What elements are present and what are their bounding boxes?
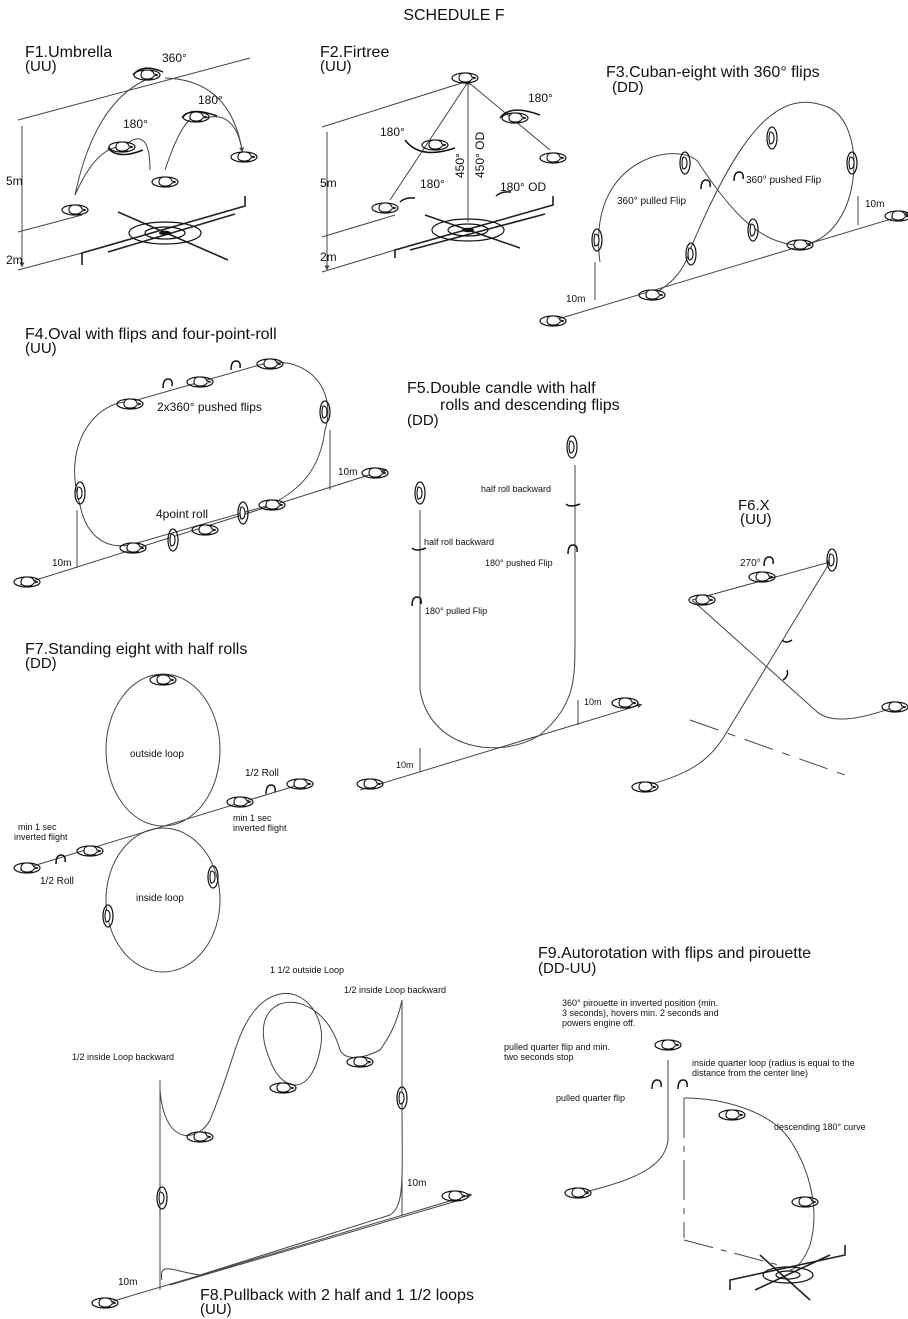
f5-pushed-flip: 180° pushed Flip [485, 558, 553, 568]
f9-pulled-quarter-stop-line2: two seconds stop [504, 1052, 574, 1062]
f9-descending-curve: descending 180° curve [774, 1122, 866, 1132]
f5-distance-left: 10m [396, 760, 414, 770]
f2-firtree: F2.Firtree (UU) 5m 2m 180° 180° 180° 180… [320, 44, 567, 273]
f5-double-candle: F5.Double candle with half rolls and des… [356, 380, 643, 791]
f2-height-2m: 2m [320, 250, 337, 264]
f9-pirouette-line3: powers engine off. [562, 1018, 635, 1028]
f2-title: F2.Firtree [320, 44, 389, 61]
f7-half-roll-right: 1/2 Roll [245, 768, 279, 779]
f1-angle-180-right: 180° [198, 93, 223, 107]
f4-distance-left: 10m [52, 558, 71, 569]
f8-distance-left: 10m [118, 1277, 137, 1288]
f2-angle-180-right: 180° [528, 91, 553, 105]
f9-pirouette-line2: 3 seconds), hovers min. 2 seconds and [562, 1008, 719, 1018]
f4-pushed-flips: 2x360° pushed flips [157, 400, 262, 414]
f1-angle-360: 360° [162, 51, 187, 65]
f1-angle-180-left: 180° [123, 117, 148, 131]
f9-autorotation: F9.Autorotation with flips and pirouette… [504, 945, 866, 1301]
f1-umbrella: F1.Umbrella (UU) 5m 2m 360° 180° 180° [6, 44, 258, 271]
f8-distance-right: 10m [407, 1178, 426, 1189]
f7-inverted-right-line1: min 1 sec [233, 813, 272, 823]
f8-outside-loop: 1 1/2 outside Loop [270, 965, 344, 975]
f2-height-5m: 5m [320, 176, 337, 190]
f1-title: F1.Umbrella [25, 44, 112, 61]
f1-height-5m: 5m [6, 174, 23, 188]
f7-inverted-right-line2: inverted flight [233, 823, 287, 833]
f7-subtitle: (DD) [25, 655, 57, 672]
f9-inside-quarter-loop-line1: inside quarter loop (radius is equal to … [692, 1058, 855, 1068]
schedule-title: SCHEDULE F [403, 7, 505, 24]
f1-subtitle: (UU) [25, 58, 57, 75]
f2-angle-180-od: 180° OD [500, 180, 546, 194]
f9-subtitle: (DD-UU) [538, 960, 596, 977]
f5-half-roll-backward-upper: half roll backward [481, 484, 551, 494]
f3-pushed-flip: 360° pushed Flip [746, 175, 822, 186]
f9-pirouette-line1: 360° pirouette in inverted position (min… [562, 998, 718, 1008]
f8-subtitle: (UU) [200, 1301, 232, 1318]
f6-subtitle: (UU) [740, 511, 772, 528]
f9-title: F9.Autorotation with flips and pirouette [538, 945, 811, 962]
f4-distance-right: 10m [338, 467, 357, 478]
f7-outside-loop: outside loop [130, 749, 184, 760]
f9-inside-quarter-loop-line2: distance from the center line) [692, 1068, 808, 1078]
f2-vert-450: 450° [453, 153, 467, 178]
f3-subtitle: (DD) [612, 79, 644, 96]
f3-title: F3.Cuban-eight with 360° flips [606, 64, 820, 81]
f7-half-roll-left: 1/2 Roll [40, 876, 74, 887]
f6-x: F6.X (UU) 270° [631, 497, 908, 793]
f7-inverted-left-line2: inverted flight [14, 832, 68, 842]
f7-title: F7.Standing eight with half rolls [25, 641, 247, 658]
f5-subtitle: (DD) [407, 412, 439, 429]
f3-pulled-flip: 360° pulled Flip [617, 196, 686, 207]
f8-pullback: 10m 10m 1 1/2 outside Loop 1/2 inside Lo… [72, 965, 474, 1318]
f9-pulled-quarter-stop-line1: pulled quarter flip and min. [504, 1042, 610, 1052]
f2-angle-180-low: 180° [420, 177, 445, 191]
f1-height-2m: 2m [6, 253, 23, 267]
f4-four-point-roll: 4point roll [156, 507, 208, 521]
f4-subtitle: (UU) [25, 340, 57, 357]
f3-cuban-eight: F3.Cuban-eight with 360° flips (DD) 10m … [539, 64, 908, 327]
f5-title-line2: rolls and descending flips [440, 397, 620, 414]
f8-inside-loop-backward-right: 1/2 inside Loop backward [344, 985, 446, 995]
f2-angle-180-left: 180° [380, 125, 405, 139]
f5-half-roll-backward-lower: half roll backward [424, 537, 494, 547]
f4-oval: F4.Oval with flips and four-point-roll (… [13, 326, 389, 588]
f6-title: F6.X [738, 497, 770, 514]
f5-pulled-flip: 180° pulled Flip [425, 606, 487, 616]
f8-inside-loop-backward-left: 1/2 inside Loop backward [72, 1052, 174, 1062]
f3-distance-right: 10m [865, 199, 884, 210]
f5-title: F5.Double candle with half [407, 380, 596, 397]
f6-angle-270: 270° [740, 558, 761, 569]
f7-standing-eight: F7.Standing eight with half rolls (DD) o… [13, 641, 314, 973]
f3-distance-left: 10m [566, 294, 585, 305]
f8-title: F8.Pullback with 2 half and 1 1/2 loops [200, 1287, 474, 1304]
f2-subtitle: (UU) [320, 58, 352, 75]
f9-pulled-quarter-flip: pulled quarter flip [556, 1093, 625, 1103]
f7-inside-loop: inside loop [136, 893, 184, 904]
f2-vert-450-od: 450° OD [473, 132, 487, 178]
f7-inverted-left-line1: min 1 sec [18, 822, 57, 832]
f5-distance-right: 10m [584, 697, 602, 707]
f4-title: F4.Oval with flips and four-point-roll [25, 326, 277, 343]
